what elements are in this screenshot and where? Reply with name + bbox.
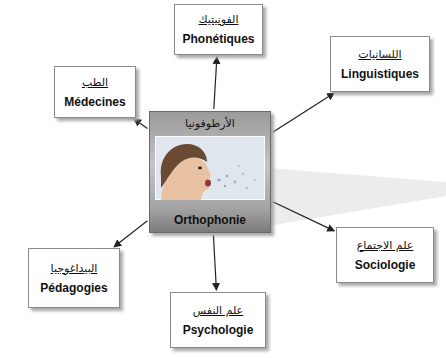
child-hair — [161, 144, 207, 188]
arrow-connector — [213, 235, 216, 290]
central-box: الأرطوفونيا Orthophonie — [149, 111, 271, 233]
french-label: Orthophonie — [174, 213, 246, 227]
discipline-box: علم النفس Psychologie — [170, 292, 266, 348]
breath-dot — [246, 187, 248, 189]
arabic-label: الفونيتيك — [199, 13, 239, 26]
discipline-box: الفونيتيك Phonétiques — [174, 4, 263, 55]
breath-dot — [234, 181, 237, 184]
discipline-box: الطب Médecines — [54, 66, 136, 118]
french-label: Phonétiques — [182, 32, 254, 46]
arabic-label: البيداغوجيا — [51, 262, 98, 275]
french-label: Pédagogies — [40, 281, 107, 295]
arrow-connector — [273, 93, 335, 132]
discipline-box: اللسانيات Linguistiques — [330, 36, 430, 92]
french-label: Linguistiques — [341, 67, 419, 81]
arabic-label: علم الاجتماع — [357, 239, 414, 252]
shadow-wedge — [268, 168, 446, 226]
breath-dot — [217, 178, 220, 181]
arabic-label: الأرطوفونيا — [185, 117, 235, 130]
photo-frame — [155, 136, 265, 200]
arrow-connector — [114, 221, 147, 247]
breath-dot — [254, 179, 256, 181]
child-illustration — [155, 136, 265, 200]
photo-ground — [155, 136, 265, 200]
french-label: Médecines — [64, 95, 125, 109]
arabic-label: اللسانيات — [358, 48, 401, 61]
child-eye — [198, 167, 202, 170]
breath-dot — [224, 185, 226, 187]
arrow-connector — [273, 202, 334, 231]
arrow-connector — [214, 57, 217, 109]
arrow-connector — [134, 119, 147, 128]
breath-dot — [226, 175, 229, 178]
breath-dot — [238, 165, 240, 167]
child-mouth — [205, 180, 211, 187]
arabic-label: علم النفس — [193, 304, 243, 317]
breath-dot — [242, 173, 244, 175]
discipline-box: علم الاجتماع Sociologie — [336, 227, 434, 283]
discipline-box: البيداغوجيا Pédagogies — [28, 248, 120, 308]
arabic-label: الطب — [82, 76, 108, 89]
french-label: Sociologie — [355, 258, 416, 272]
french-label: Psychologie — [183, 323, 254, 337]
